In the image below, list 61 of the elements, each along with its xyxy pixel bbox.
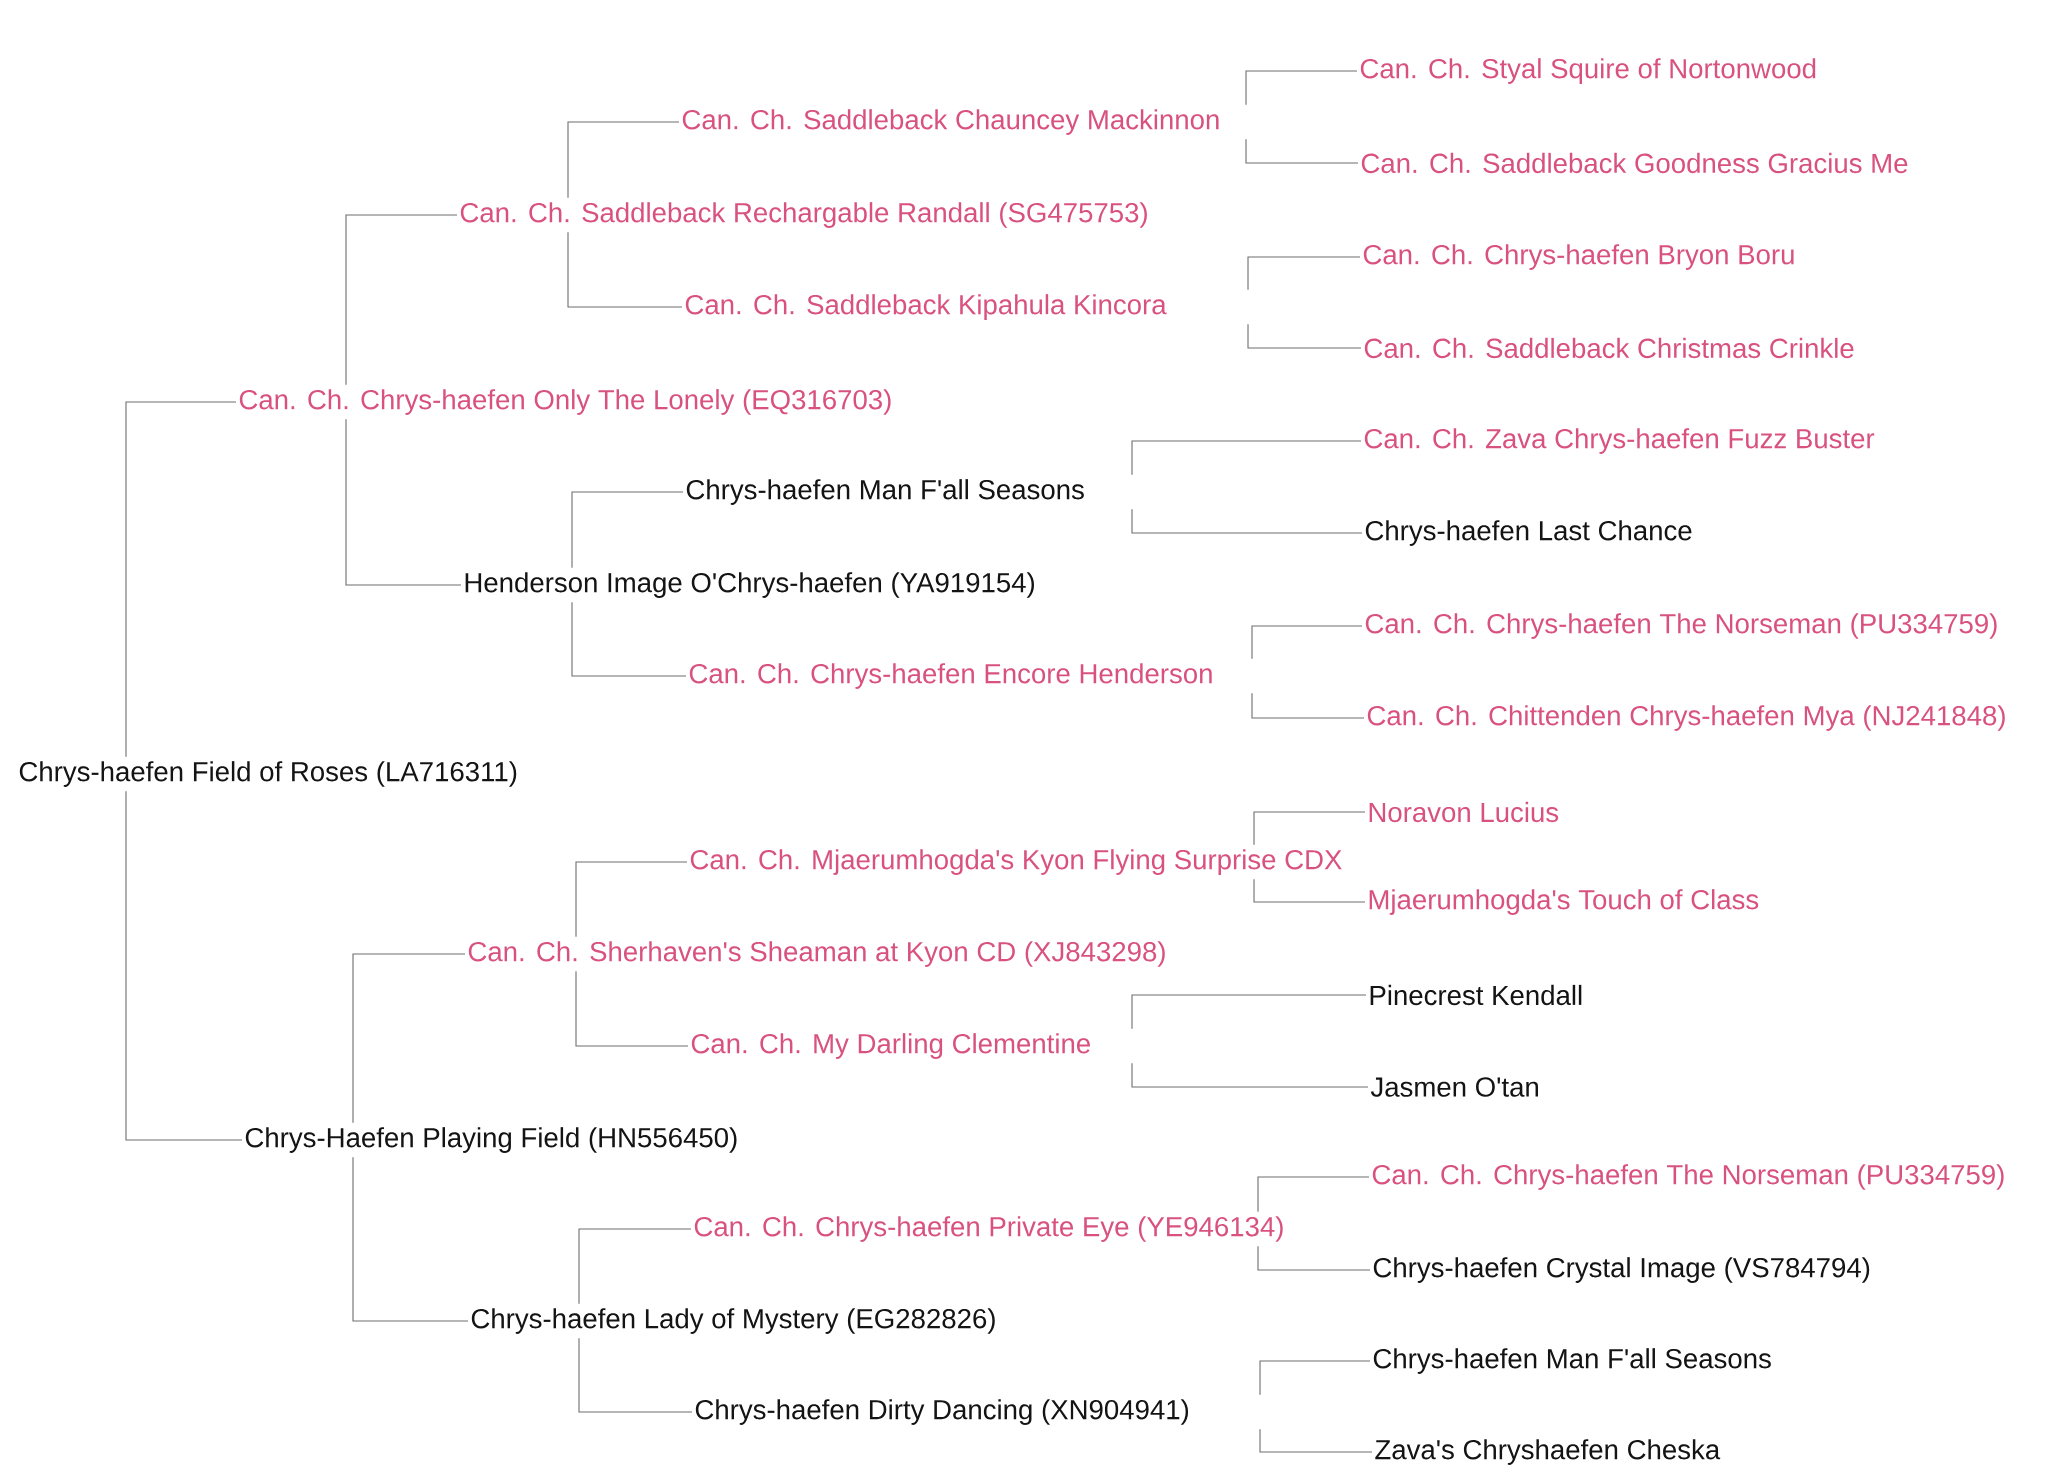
- pedigree-name: Noravon Lucius: [1369, 801, 1559, 823]
- pedigree-line: [1131, 508, 1363, 534]
- pedigree-name: Can. Ch. Saddleback Christmas Crinkle: [1364, 337, 1854, 359]
- pedigree-name: Henderson Image O'Chrys-haefen (YA919154): [465, 572, 1034, 598]
- pedigree-line: [345, 214, 458, 386]
- pedigree-name: Chrys-haefen Last Chance: [1365, 520, 1692, 546]
- pedigree-line: [1247, 323, 1362, 349]
- pedigree-line: [1131, 440, 1362, 476]
- pedigree-line: [345, 418, 462, 586]
- pedigree-name: Can. Ch. Chrys-haefen Bryon Boru: [1363, 244, 1794, 270]
- pedigree-name: Chrys-haefen Lady of Mystery (EG282826): [471, 1308, 995, 1334]
- pedigree-name: Can. Ch. Chrys-haefen Only The Lonely (EQ316703): [239, 389, 891, 415]
- pedigree-line: [571, 491, 684, 569]
- pedigree-line: [567, 231, 683, 308]
- pedigree-name: Can. Ch. My Darling Clementine: [691, 1033, 1090, 1059]
- pedigree-line: [1247, 256, 1361, 291]
- pedigree-line: [1259, 1428, 1373, 1453]
- pedigree-line: [1257, 1176, 1370, 1213]
- pedigree-name: Pinecrest Kendall: [1370, 984, 1582, 1006]
- pedigree-line: [567, 121, 680, 199]
- pedigree-name: Can. Ch. Styal Squire of Nortonwood: [1360, 58, 1816, 84]
- pedigree-name: Can. Ch. Saddleback Kipahula Kincora: [685, 294, 1167, 320]
- pedigree-line: [578, 1337, 693, 1413]
- pedigree-name: Can. Ch. Zava Chrys-haefen Fuzz Buster: [1364, 428, 1875, 454]
- pedigree-name: Chrys-haefen Dirty Dancing (XN904941): [695, 1399, 1189, 1425]
- pedigree-line: [125, 401, 237, 758]
- pedigree-name: Chrys-haefen Field of Roses (LA716311): [19, 761, 517, 787]
- pedigree-name: Can. Ch. Saddleback Goodness Gracius Me: [1361, 152, 1908, 174]
- pedigree-name: Can. Ch. Chrys-haefen Private Eye (YE946134): [694, 1216, 1283, 1242]
- pedigree-name: Can. Ch. Chrys-haefen The Norseman (PU334759): [1372, 1164, 2004, 1190]
- pedigree-line: [578, 1228, 692, 1305]
- pedigree-name: Chrys-haefen Man F'all Seasons: [686, 479, 1084, 505]
- pedigree-name: Chrys-Haefen Playing Field (HN556450): [245, 1127, 737, 1153]
- pedigree-line: [1131, 994, 1367, 1030]
- pedigree-name: Can. Ch. Saddleback Chauncey Mackinnon: [682, 109, 1219, 135]
- pedigree-name: Zava's Chryshaefen Cheska: [1375, 1439, 1721, 1465]
- pedigree-line: [571, 601, 687, 677]
- pedigree-line: [1245, 138, 1359, 164]
- pedigree-line: [575, 970, 689, 1047]
- pedigree-name: Can. Ch. Mjaerumhogda's Kyon Flying Surprise CDX: [690, 849, 1342, 875]
- pedigree-name: Can. Ch. Saddleback Rechargable Randall (SG475753): [460, 202, 1147, 228]
- pedigree-line: [1259, 1360, 1371, 1396]
- pedigree-line: [1253, 878, 1366, 903]
- pedigree-name: Can. Ch. Sherhaven's Sheaman at Kyon CD (XJ843298): [468, 941, 1165, 967]
- pedigree-line: [125, 790, 243, 1141]
- pedigree-name: Can. Ch. Chittenden Chrys-haefen Mya (NJ241848): [1367, 705, 2005, 731]
- pedigree-line: [1253, 811, 1366, 846]
- pedigree-line: [1251, 625, 1363, 660]
- pedigree-line: [575, 861, 688, 938]
- pedigree-name: Can. Ch. Chrys-haefen Encore Henderson: [689, 663, 1212, 689]
- pedigree-line: [1251, 692, 1365, 719]
- pedigree-line: [1257, 1245, 1371, 1271]
- pedigree-name: Chrys-haefen Crystal Image (VS784794): [1373, 1257, 1870, 1283]
- pedigree-name: Mjaerumhogda's Touch of Class: [1369, 889, 1759, 915]
- pedigree-name: Chrys-haefen Man F'all Seasons: [1373, 1348, 1771, 1374]
- pedigree-line: [1131, 1062, 1369, 1088]
- pedigree-name: Jasmen O'tan: [1370, 1077, 1538, 1097]
- pedigree-name: Can. Ch. Chrys-haefen The Norseman (PU334759): [1365, 613, 1997, 639]
- pedigree-line: [1245, 70, 1358, 106]
- pedigree-line: [352, 953, 466, 1124]
- pedigree-line: [352, 1156, 469, 1322]
